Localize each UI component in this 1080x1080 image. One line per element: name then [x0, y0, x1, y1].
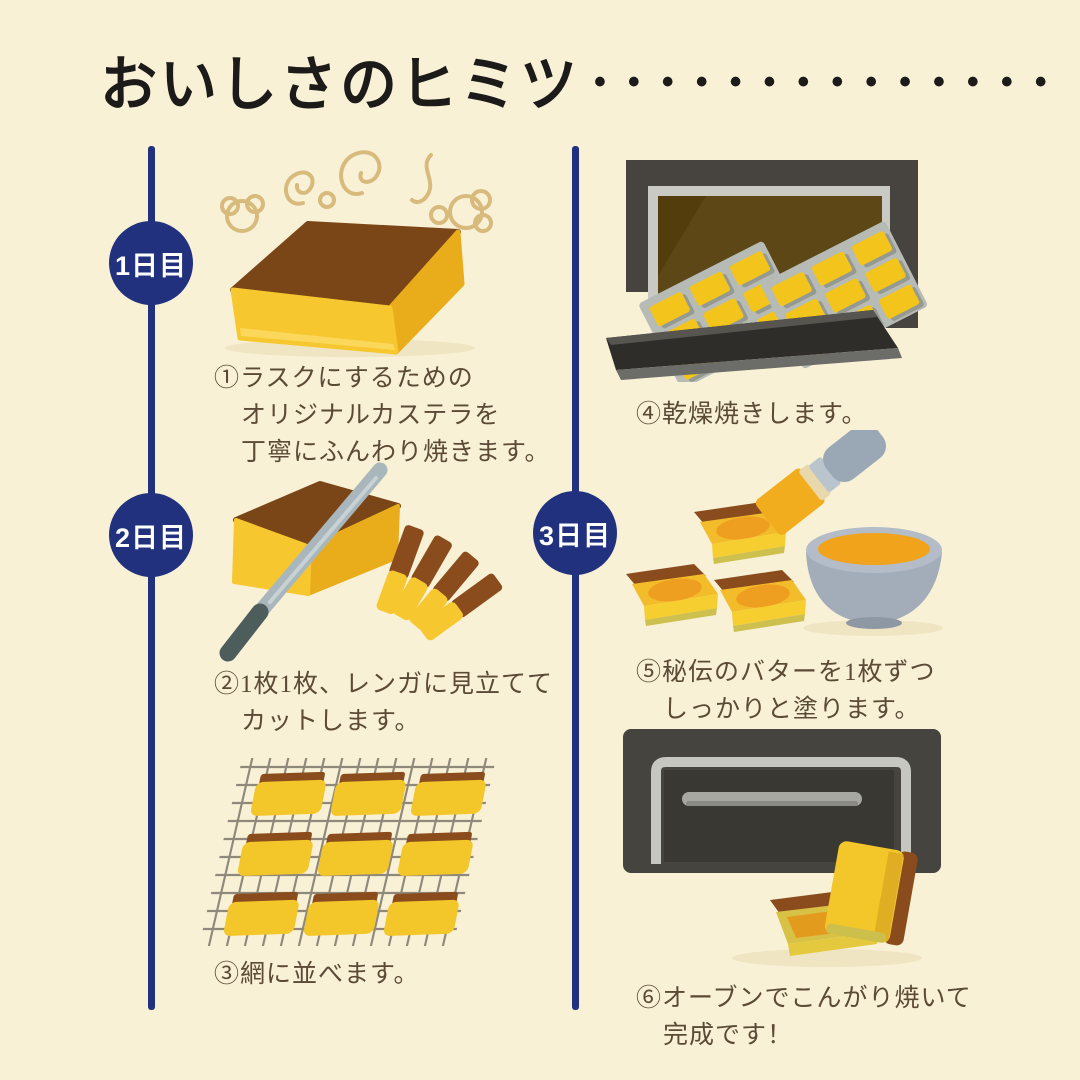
page-title: おいしさのヒミツ •••••••••••••• — [100, 40, 1047, 120]
step-1-caption: ①ラスクにするための オリジナルカステラを 丁寧にふんわり焼きます。 — [214, 360, 551, 471]
drying-oven-illustration — [606, 160, 928, 382]
butter-bowl — [806, 527, 942, 629]
caption-line: ①ラスクにするための — [214, 365, 474, 392]
caption-line: カットします。 — [241, 708, 421, 735]
castella-cake — [230, 221, 465, 355]
step-5-caption: ⑤秘伝のバターを1枚ずつ しっかりと塗ります。 — [636, 654, 936, 728]
butter-brush-icon — [755, 430, 887, 535]
day-1-badge: 1日目 — [109, 221, 193, 305]
cut-slices — [376, 525, 503, 641]
oven-door-open — [606, 310, 902, 380]
day-2-label: 2日目 — [114, 522, 188, 553]
castella-block — [232, 481, 401, 596]
step-2-caption: ②1枚1枚、レンガに見立てて カットします。 — [214, 666, 553, 740]
rack-slices — [223, 771, 486, 936]
wire-rack-illustration — [202, 758, 495, 946]
caption-line: 丁寧にふんわり焼きます。 — [241, 439, 551, 466]
step-3-caption: ③網に並べます。 — [214, 956, 420, 993]
knife-icon — [219, 462, 388, 662]
timeline-line-right — [572, 146, 579, 1010]
timeline-line-left — [148, 146, 155, 1010]
cake-front-highlight — [240, 328, 395, 350]
melted-butter — [818, 533, 930, 565]
finishing-oven-illustration — [623, 729, 941, 967]
caption-line: ②1枚1枚、レンガに見立てて — [214, 671, 554, 698]
knife-cutting-illustration — [219, 462, 503, 662]
day-3-label: 3日目 — [538, 520, 612, 551]
day-1-label: 1日目 — [114, 250, 188, 281]
caption-line: ⑥オーブンでこんがり焼いて — [636, 985, 972, 1012]
page-title-text: おいしさのヒミツ — [100, 51, 580, 119]
caption-line: しっかりと塗ります。 — [663, 696, 921, 723]
butter-brushing-illustration — [626, 430, 943, 636]
caption-line: オリジナルカステラを — [241, 402, 501, 429]
day-2-badge: 2日目 — [109, 493, 193, 577]
steam-icon — [220, 150, 493, 233]
oven-door-frame — [651, 757, 911, 864]
day-3-badge: 3日目 — [533, 491, 617, 575]
buttered-slice — [626, 564, 718, 626]
buttered-slice — [714, 570, 806, 632]
steaming-castella-illustration — [220, 150, 493, 357]
caption-line: ③網に並べます。 — [214, 961, 420, 988]
step-4-caption: ④乾燥焼きします。 — [636, 396, 868, 433]
step-6-caption: ⑥オーブンでこんがり焼いて 完成です！ — [636, 980, 972, 1054]
caption-line: 完成です！ — [663, 1022, 794, 1049]
title-dots: •••••••••••••• — [594, 62, 1069, 101]
finished-rusk-standing — [824, 841, 918, 946]
caption-line: ④乾燥焼きします。 — [636, 401, 868, 428]
caption-line: ⑤秘伝のバターを1枚ずつ — [636, 659, 936, 686]
